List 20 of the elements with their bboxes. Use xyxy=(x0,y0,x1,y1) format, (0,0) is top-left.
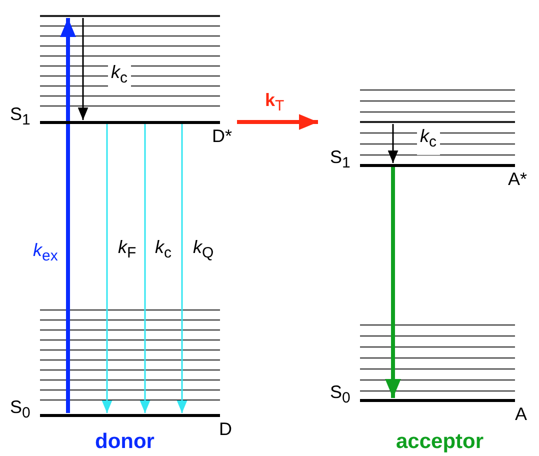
arrow xyxy=(78,18,88,120)
species-label: D* xyxy=(212,126,232,146)
arrow xyxy=(237,114,318,130)
arrow xyxy=(102,124,112,413)
energy-level-line xyxy=(360,121,515,123)
arrow xyxy=(60,18,76,413)
energy-level-line xyxy=(40,15,220,17)
state-label: S$_{0}$ xyxy=(10,397,30,424)
state-label: S$_{1}$ xyxy=(330,147,350,174)
species-label: D xyxy=(219,419,232,439)
state-label: S$_{0}$ xyxy=(330,382,350,409)
state-label: S$_{1}$ xyxy=(10,104,30,131)
species-label: A xyxy=(514,404,527,424)
molecule-label: donor xyxy=(95,430,154,454)
arrow xyxy=(385,167,401,398)
arrow xyxy=(388,124,398,163)
arrow xyxy=(140,124,150,413)
arrow xyxy=(176,124,188,413)
molecule-label: acceptor xyxy=(396,430,484,454)
species-label: A* xyxy=(508,169,527,189)
